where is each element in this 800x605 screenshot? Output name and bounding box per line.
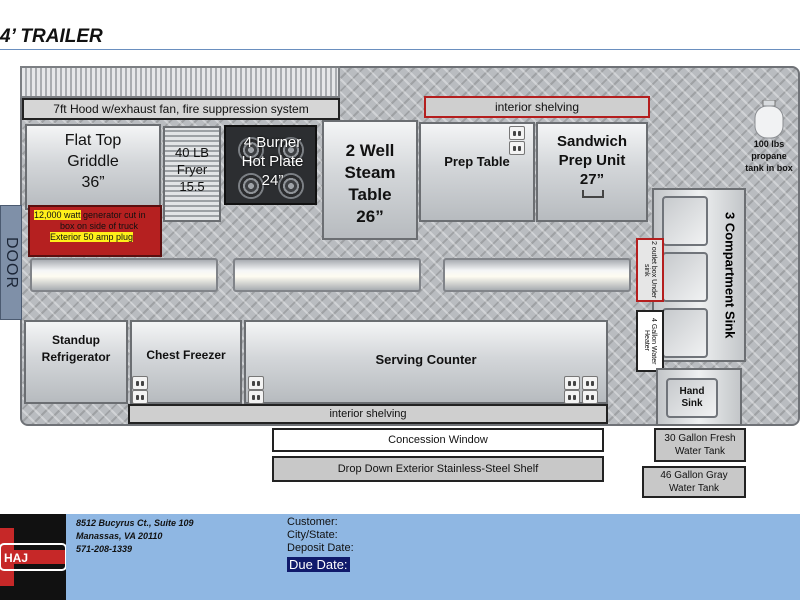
exhaust-hood <box>20 66 340 98</box>
gray-tank-line-1: 46 Gallon Gray <box>660 470 728 481</box>
svg-text:HAJ: HAJ <box>4 551 28 565</box>
three-compartment-sink: 3 Compartment Sink <box>652 188 746 362</box>
flat-top-griddle: Flat Top Griddle 36” <box>25 124 161 210</box>
title-divider <box>0 49 800 50</box>
water-heater-label: 4 Gallon Water Heater <box>636 310 664 372</box>
chest-freezer: Chest Freezer <box>130 320 242 404</box>
refrigerator-line-2: Refrigerator <box>41 350 111 364</box>
chest-freezer-label: Chest Freezer <box>146 348 226 362</box>
griddle-line-2: Griddle <box>67 153 119 170</box>
company-address: 8512 Bucyrus Ct., Suite 109 Manassas, VA… <box>76 517 194 556</box>
customer-info: Customer: City/State: Deposit Date: Due … <box>287 516 354 573</box>
sandwich-line-2: Prep Unit <box>558 152 626 169</box>
standup-refrigerator: Standup Refrigerator <box>24 320 128 404</box>
hot-plate-line-3: 24” <box>261 172 284 189</box>
serving-counter-label: Serving Counter <box>375 352 477 367</box>
generator-plug-highlight: Exterior 50 amp plug <box>50 232 134 242</box>
sink-bowl <box>662 308 708 358</box>
interior-shelving-top: interior shelving <box>424 96 650 118</box>
address-line-2: Manassas, VA 20110 <box>76 531 163 541</box>
ceiling-light <box>233 258 421 292</box>
sink-bowl <box>662 252 708 302</box>
outlet-icon <box>509 141 525 155</box>
fryer: 40 LB Fryer 15.5 <box>163 126 221 222</box>
fresh-water-tank: 30 Gallon Fresh Water Tank <box>654 428 746 462</box>
steam-table: 2 Well Steam Table 26” <box>322 120 418 240</box>
steam-line-2: Steam Table <box>344 163 396 204</box>
prep-table-label: Prep Table <box>444 154 510 169</box>
trailer-door: DOOR <box>0 205 22 320</box>
hand-sink: Hand Sink <box>656 368 742 426</box>
outlet-icon <box>132 390 148 404</box>
outlet-icon <box>248 390 264 404</box>
hood-label: 7ft Hood w/exhaust fan, fire suppression… <box>22 98 340 120</box>
ceiling-light <box>443 258 631 292</box>
outlet-icon <box>582 376 598 390</box>
interior-shelving-bottom: interior shelving <box>128 404 608 424</box>
outlet-icon <box>132 376 148 390</box>
generator-watt-highlight: 12,000 watt <box>34 210 81 220</box>
due-date-label: Due Date: <box>287 557 350 572</box>
customer-label: Customer: <box>287 516 338 528</box>
prep-table: Prep Table <box>419 122 535 222</box>
hand-sink-line-2: Sink <box>681 398 703 409</box>
drawer-handle-icon <box>582 190 604 198</box>
burner-icon <box>278 137 304 163</box>
city-state-label: City/State: <box>287 529 338 541</box>
gray-water-tank: 46 Gallon Gray Water Tank <box>642 466 746 498</box>
propane-line-1: 100 lbs <box>753 139 785 149</box>
deposit-date-label: Deposit Date: <box>287 542 354 554</box>
ceiling-light <box>30 258 218 292</box>
outlet-icon <box>582 390 598 404</box>
outlet-icon <box>509 126 525 140</box>
sink-bowl <box>662 196 708 246</box>
hot-plate-line-2: Hot Plate <box>241 153 304 170</box>
generator-text-1: generator cut in <box>80 210 146 220</box>
page-title: 4’ TRAILER <box>0 26 103 47</box>
hot-plate: 4 Burner Hot Plate 24” <box>224 125 317 205</box>
address-line-1: 8512 Bucyrus Ct., Suite 109 <box>76 518 194 528</box>
burner-icon <box>238 137 264 163</box>
fryer-line-2: Fryer <box>176 162 208 177</box>
gray-tank-line-2: Water Tank <box>668 483 720 494</box>
propane-line-2: propane <box>751 151 787 161</box>
generator-note: 12,000 watt generator cut in box on side… <box>28 205 162 257</box>
burner-icon <box>278 173 304 199</box>
serving-counter: Serving Counter <box>244 320 608 404</box>
company-logo: HAJ <box>0 514 67 600</box>
fryer-line-3: 15.5 <box>179 179 205 194</box>
footer-bar <box>0 514 800 600</box>
propane-tank-icon <box>754 100 784 139</box>
three-compartment-sink-label: 3 Compartment Sink <box>722 211 738 339</box>
drop-down-shelf: Drop Down Exterior Stainless-Steel Shelf <box>272 456 604 482</box>
outlet-icon <box>248 376 264 390</box>
concession-window: Concession Window <box>272 428 604 452</box>
sandwich-line-1: Sandwich <box>556 133 627 150</box>
fryer-line-1: 40 LB <box>175 145 209 160</box>
steam-line-1: 2 Well <box>345 141 395 160</box>
generator-text-2: box on side of truck <box>60 221 139 231</box>
burner-icon <box>238 173 264 199</box>
outlet-icon <box>564 376 580 390</box>
fresh-tank-line-2: Water Tank <box>674 446 726 457</box>
outlet-icon <box>564 390 580 404</box>
refrigerator-line-1: Standup <box>52 333 100 347</box>
hot-plate-line-1: 4 Burner <box>243 134 302 151</box>
griddle-line-1: Flat Top <box>64 132 122 149</box>
fresh-tank-line-1: 30 Gallon Fresh <box>664 433 736 444</box>
griddle-line-3: 36” <box>81 174 105 191</box>
sandwich-prep-unit: Sandwich Prep Unit 27” <box>536 122 648 222</box>
hand-sink-bowl <box>666 378 718 418</box>
propane-line-3: tank in box <box>745 163 793 173</box>
outlet-box-label: 2 outlet box Under sink <box>636 238 664 302</box>
sandwich-line-3: 27” <box>579 171 605 188</box>
steam-line-3: 26” <box>356 207 384 226</box>
hand-sink-line-1: Hand <box>679 386 705 397</box>
propane-label: 100 lbs propane tank in box <box>740 138 798 174</box>
address-phone: 571-208-1339 <box>76 544 133 554</box>
